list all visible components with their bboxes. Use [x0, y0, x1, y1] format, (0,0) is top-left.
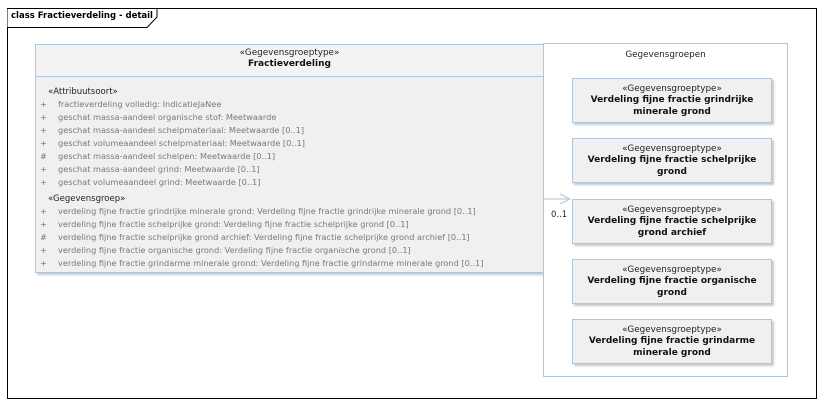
group-attribute-text: verdeling fijne fractie organische grond… [58, 245, 411, 255]
visibility-marker: + [40, 177, 47, 187]
visibility-marker: + [40, 99, 47, 109]
group-attribute-item: + verdeling fijne fractie organische gron… [40, 244, 483, 257]
class-fractieverdeling[interactable]: «Gegevensgroeptype» Fractieverdeling «At… [35, 44, 544, 273]
attribute-list: + fractieverdeling volledig: IndicatieJaN… [40, 98, 305, 189]
attribute-text: geschat volumeaandeel schelpmateriaal: M… [58, 138, 305, 148]
attribute-text: geschat massa-aandeel grind: Meetwaarde … [58, 164, 260, 174]
group-attribute-item: + verdeling fijne fractie grindarme miner… [40, 257, 483, 270]
group-type-name: Verdeling fijne fractie schelprijke gron… [587, 154, 757, 177]
group-type-grindarme[interactable]: «Gegevensgroeptype» Verdeling fijne frac… [572, 319, 772, 364]
package-title: Gegevensgroepen [625, 50, 706, 60]
attribute-item: # geschat massa-aandeel schelpen: Meetwaa… [40, 150, 305, 163]
visibility-marker: + [40, 125, 47, 135]
visibility-marker: + [40, 245, 47, 255]
group-type-stereotype: «Gegevensgroeptype» [622, 324, 722, 335]
class-name: Fractieverdeling [248, 59, 331, 69]
frame-tab [7, 8, 158, 28]
group-type-stereotype: «Gegevensgroeptype» [622, 83, 722, 94]
attribute-item: + geschat massa-aandeel organische stof: … [40, 111, 305, 124]
group-attribute-text: verdeling fijne fractie grindrijke miner… [58, 206, 476, 216]
attribute-item: + geschat volumeaandeel schelpmateriaal: … [40, 137, 305, 150]
visibility-marker: # [40, 151, 47, 161]
attribute-text: fractieverdeling volledig: IndicatieJaNe… [58, 99, 222, 109]
class-header: «Gegevensgroeptype» Fractieverdeling [36, 45, 543, 77]
attributes-section-label: «Attribuutsoort» [48, 87, 118, 97]
association-multiplicity: 0..1 [551, 210, 568, 220]
group-attribute-text: verdeling fijne fractie grindarme minera… [58, 258, 484, 268]
visibility-marker: + [40, 164, 47, 174]
group-type-name: Verdeling fijne fractie grindarme minera… [588, 335, 756, 358]
group-attribute-text: verdeling fijne fractie schelprijke gron… [58, 232, 470, 242]
visibility-marker: + [40, 138, 47, 148]
group-attribute-text: verdeling fijne fractie schelprijke gron… [58, 219, 409, 229]
class-stereotype: «Gegevensgroeptype» [239, 48, 340, 58]
group-type-name: Verdeling fijne fractie grindrijke miner… [590, 94, 754, 117]
frame-title: class Fractieverdeling - detail [11, 11, 153, 21]
group-type-grindrijke[interactable]: «Gegevensgroeptype» Verdeling fijne frac… [572, 78, 772, 123]
visibility-marker: + [40, 112, 47, 122]
group-attribute-item: + verdeling fijne fractie grindrijke mine… [40, 205, 483, 218]
attribute-item: + geschat massa-aandeel grind: Meetwaarde… [40, 163, 305, 176]
visibility-marker: # [40, 232, 47, 242]
group-type-schelprijke[interactable]: «Gegevensgroeptype» Verdeling fijne frac… [572, 138, 772, 183]
diagram-frame [7, 8, 817, 399]
arrowhead-icon [559, 193, 572, 205]
group-type-stereotype: «Gegevensgroeptype» [622, 264, 722, 275]
group-type-stereotype: «Gegevensgroeptype» [622, 143, 722, 154]
group-type-organische[interactable]: «Gegevensgroeptype» Verdeling fijne frac… [572, 259, 772, 304]
group-attribute-list: + verdeling fijne fractie grindrijke mine… [40, 205, 483, 270]
attribute-text: geschat massa-aandeel schelpmateriaal: M… [58, 125, 305, 135]
attribute-text: geschat volumeaandeel grind: Meetwaarde … [58, 177, 261, 187]
group-type-stereotype: «Gegevensgroeptype» [622, 204, 722, 215]
visibility-marker: + [40, 219, 47, 229]
group-type-name: Verdeling fijne fractie schelprijke gron… [587, 215, 757, 238]
group-type-schelprijke-archief[interactable]: «Gegevensgroeptype» Verdeling fijne frac… [572, 199, 772, 244]
attribute-item: + fractieverdeling volledig: IndicatieJaN… [40, 98, 305, 111]
package-gegevensgroepen[interactable]: Gegevensgroepen «Gegevensgroeptype» Verd… [543, 43, 788, 377]
attribute-item: + geschat volumeaandeel grind: Meetwaarde… [40, 176, 305, 189]
attribute-item: + geschat massa-aandeel schelpmateriaal: … [40, 124, 305, 137]
groups-section-label: «Gegevensgroep» [48, 194, 126, 204]
visibility-marker: + [40, 258, 47, 268]
visibility-marker: + [40, 206, 47, 216]
group-attribute-item: + verdeling fijne fractie schelprijke gro… [40, 218, 483, 231]
group-attribute-item: # verdeling fijne fractie schelprijke gro… [40, 231, 483, 244]
attribute-text: geschat massa-aandeel schelpen: Meetwaar… [58, 151, 276, 161]
attribute-text: geschat massa-aandeel organische stof: M… [58, 112, 277, 122]
group-type-name: Verdeling fijne fractie organische grond [587, 275, 757, 298]
